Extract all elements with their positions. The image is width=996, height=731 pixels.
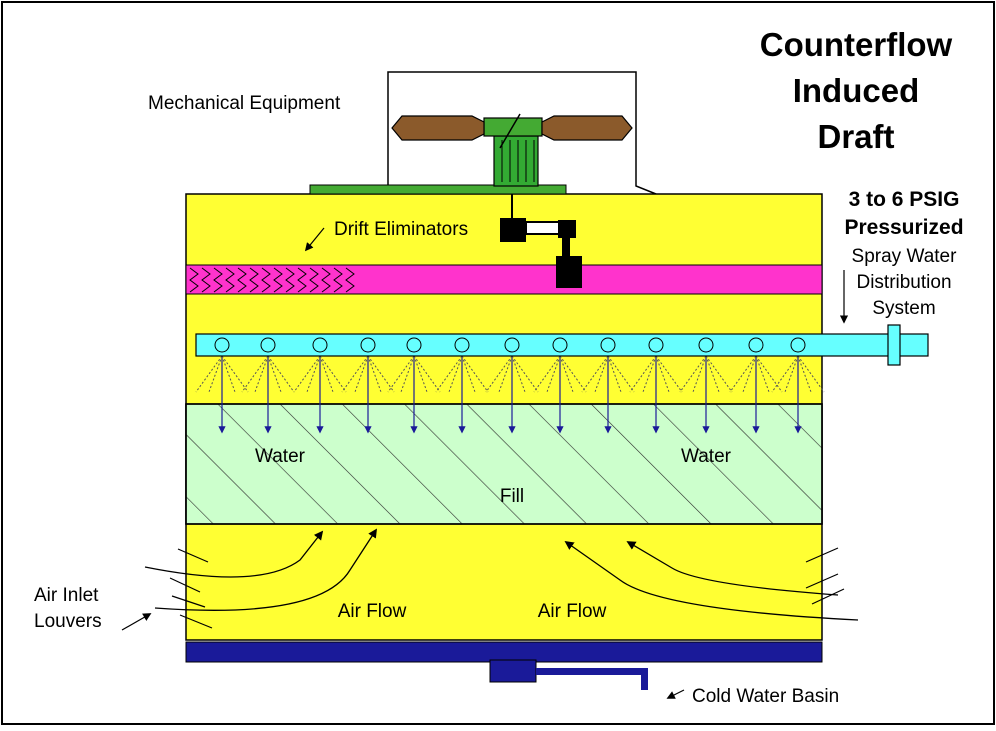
basin-outlet-riser [641, 668, 648, 690]
drift-chevron [189, 267, 199, 293]
motor-fins [501, 140, 535, 182]
label-spray-1: Spray Water [852, 246, 958, 267]
drift-chevron [285, 267, 295, 293]
label-air-inlet: Air Inlet [34, 585, 99, 606]
drift-chevron [333, 267, 343, 293]
label-pressure-1: 3 to 6 PSIG [849, 188, 960, 211]
air-flow-arrows [144, 528, 859, 621]
label-water-left: Water [255, 446, 306, 467]
air-arrow-left-2 [154, 528, 377, 611]
drift-chevron [249, 267, 259, 293]
spray-nozzle [748, 337, 764, 353]
spray-nozzle [260, 337, 276, 353]
label-spray-2: Distribution [856, 272, 951, 293]
drift-chevron [309, 267, 319, 293]
spray-nozzle [406, 337, 422, 353]
louver-pointer-arrow [121, 613, 152, 631]
label-cold-water-basin: Cold Water Basin [692, 686, 839, 707]
spray-nozzle [312, 337, 328, 353]
spray-nozzles [214, 337, 806, 353]
air-arrow-left-1 [144, 530, 324, 578]
cold-water-basin [185, 641, 823, 663]
pipe-flange [887, 324, 901, 366]
basin-outlet-pipe [536, 668, 646, 675]
spray-nozzle [790, 337, 806, 353]
air-arrow-right-2 [626, 541, 839, 596]
fan-deck [309, 184, 567, 195]
fan-pitch-line [499, 113, 521, 149]
drift-chevron [273, 267, 283, 293]
spray-nozzle [552, 337, 568, 353]
drift-eliminator-band [185, 264, 823, 295]
fan-blade-left [391, 115, 485, 141]
label-louvers: Louvers [34, 611, 102, 632]
drift-chevron [261, 267, 271, 293]
basin-sump [489, 659, 537, 683]
fan-blade-right [541, 115, 633, 141]
spray-nozzle [504, 337, 520, 353]
basin-pointer-arrow [666, 689, 685, 699]
drift-chevron [225, 267, 235, 293]
riser-header-valve [556, 256, 582, 288]
riser-pipe-h [525, 221, 561, 235]
riser-valve-2 [558, 220, 576, 238]
label-drift-eliminators: Drift Eliminators [334, 219, 468, 240]
riser-pipe-v [562, 238, 570, 258]
title-line-3: Draft [817, 118, 894, 155]
fan-motor [493, 135, 539, 187]
label-air-flow-right: Air Flow [538, 601, 607, 622]
label-fill: Fill [500, 486, 524, 507]
label-water-right: Water [681, 446, 732, 467]
drift-chevron [297, 267, 307, 293]
drift-chevron [321, 267, 331, 293]
label-air-flow-left: Air Flow [338, 601, 407, 622]
spray-nozzle [648, 337, 664, 353]
drift-chevron [345, 267, 355, 293]
riser-valve-1 [500, 218, 526, 242]
drift-chevron [201, 267, 211, 293]
label-pressure-2: Pressurized [844, 216, 963, 239]
spray-nozzle [360, 337, 376, 353]
air-arrow-right-1 [564, 540, 859, 621]
fan-stack-outline [387, 71, 657, 195]
label-mechanical-equipment: Mechanical Equipment [148, 93, 341, 114]
spray-nozzle [698, 337, 714, 353]
title-line-2: Induced [793, 72, 920, 109]
fill-hatch [185, 403, 823, 525]
drift-chevron [237, 267, 247, 293]
drift-chevron [213, 267, 223, 293]
label-spray-3: System [872, 298, 935, 319]
spray-nozzle [600, 337, 616, 353]
title-line-1: Counterflow [760, 26, 953, 63]
drift-pointer-arrow [304, 227, 325, 252]
water-arrows [218, 358, 802, 434]
spray-nozzle [214, 337, 230, 353]
louver-marks [169, 547, 845, 629]
drift-eliminator-zigzags [189, 267, 355, 293]
spray-nozzle [454, 337, 470, 353]
